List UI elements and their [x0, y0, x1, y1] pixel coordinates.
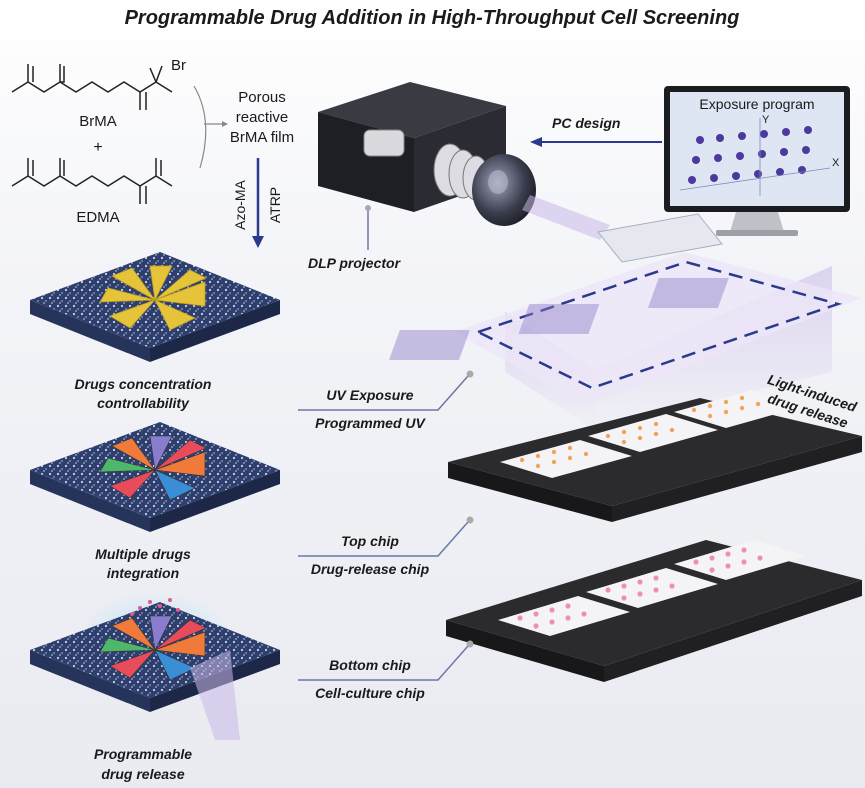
edma-label: EDMA [76, 209, 119, 226]
projector-beam [522, 195, 610, 240]
film-label-line1: Porous [238, 89, 286, 106]
uv-exposure-plane [454, 252, 862, 406]
pc-design-label: PC design [552, 115, 620, 131]
callout-2-line2: Drug-release chip [311, 561, 430, 577]
callout-3-line1: Bottom chip [329, 657, 411, 673]
monitor-title: Exposure program [699, 96, 814, 112]
panel-2-line2: integration [107, 565, 179, 581]
brma-label: BrMA [79, 113, 117, 130]
brma-structure [11, 64, 173, 110]
atrp-arrowhead [252, 236, 264, 248]
callout-3-line2: Cell-culture chip [315, 685, 425, 701]
uv-exposure-frame [474, 260, 843, 390]
projector-leader-dot [365, 205, 371, 211]
reagent-atrp-label: ATRP [267, 187, 283, 223]
merge-bracket [193, 85, 207, 169]
panel-multiple-drugs [30, 422, 280, 532]
callout-leaders [298, 375, 469, 681]
film-label-line2: reactive [236, 109, 289, 126]
film-arrowhead [222, 121, 228, 127]
pc-arrowhead [530, 137, 542, 147]
panel-1-line1: Drugs concentration [75, 376, 212, 392]
dlp-projector [318, 82, 536, 226]
axis-y-label: Y [762, 114, 770, 126]
panel-1-line2: controllability [97, 395, 190, 411]
callout-2-line1: Top chip [341, 533, 399, 549]
callout-dots [466, 370, 474, 648]
figure-title: Programmable Drug Addition in High-Throu… [125, 7, 740, 29]
callout-1-line2: Programmed UV [315, 415, 426, 431]
axis-x-label: X [832, 157, 840, 169]
top-chip [448, 390, 862, 522]
film-label-line3: BrMA film [230, 129, 294, 146]
br-atom-label: Br [171, 57, 186, 74]
panel-concentration [30, 252, 280, 362]
monitor [664, 86, 850, 236]
uv-pattern [388, 278, 729, 360]
edma-structure [11, 158, 173, 204]
bottom-chip [446, 540, 862, 682]
projector-label: DLP projector [308, 255, 402, 271]
panel-programmable-release [30, 592, 280, 740]
panel-2-line1: Multiple drugs [95, 546, 191, 562]
reagent-azo-label: Azo-MA [232, 179, 248, 229]
panel-3-line1: Programmable [94, 746, 192, 762]
panel-3-line2: drug release [101, 766, 184, 782]
mirror-plate [597, 213, 723, 263]
plus-sign: + [93, 139, 102, 156]
callout-1-line1: UV Exposure [326, 387, 413, 403]
